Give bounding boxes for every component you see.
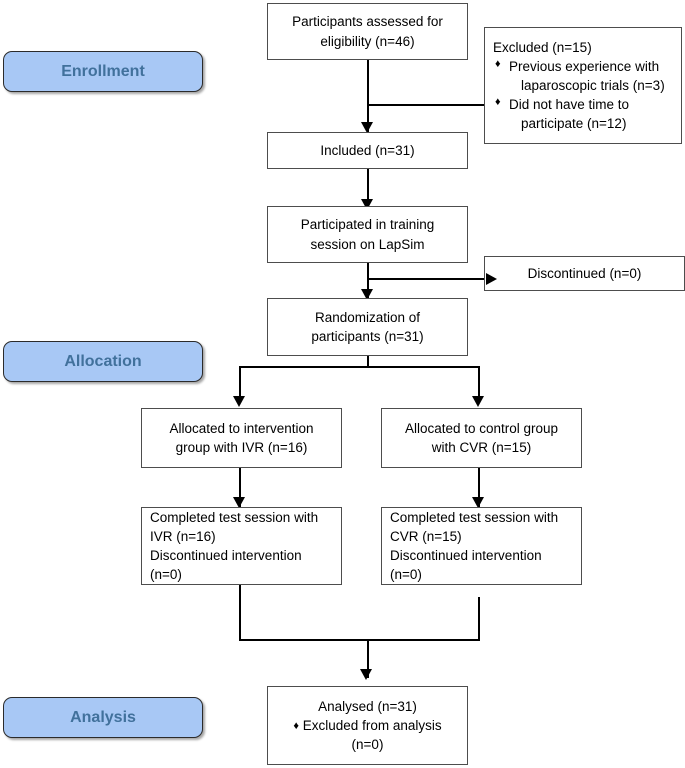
connector-merge-bar [239,639,480,641]
connector-training-to-randomization [367,262,369,299]
arrowhead-analysed [360,669,372,680]
box-excluded-item-line1: Did not have time to [509,97,630,113]
box-excluded-item: ♦ Previous experience with laparoscopic … [493,57,675,95]
box-analysed-line3: (n=0) [351,737,384,753]
box-analysed-line1: Analysed (n=31) [318,698,417,714]
box-included: Included (n=31) [267,132,468,169]
box-allocated-control: Allocated to control group with CVR (n=1… [381,408,582,468]
box-analysed-excluded-line: ♦ Excluded from analysis [293,716,441,735]
box-excluded: Excluded (n=15) ♦ Previous experience wi… [484,27,682,144]
box-completed-control-line1: Completed test session with [390,509,559,525]
stage-label-analysis-text: Analysis [70,708,136,726]
box-discontinued: Discontinued (n=0) [484,256,685,291]
connector-merge-to-analysed [367,639,369,678]
box-randomization: Randomization of participants (n=31) [267,298,468,356]
box-allocated-intervention: Allocated to intervention group with IVR… [141,408,342,468]
connector-assessed-to-excluded [367,104,484,106]
arrowhead-discontinued [486,272,497,285]
box-completed-intervention-line2: IVR (n=16) [150,528,216,544]
box-participants-assessed-line1: Participants assessed for [292,14,443,30]
connector-assessed-to-included [367,59,369,132]
stage-label-allocation-text: Allocation [64,352,142,370]
box-training-session-line2: session on LapSim [310,236,425,252]
connector-merge-right-drop [478,597,480,641]
diamond-bullet-icon: ♦ [495,96,501,109]
arrowhead-allocated-intervention [233,396,245,407]
box-randomization-line1: Randomization of [314,309,421,325]
box-included-line1: Included (n=31) [320,142,415,158]
connector-split-right-drop [478,366,480,398]
connector-training-to-discontinued [367,278,495,280]
box-allocated-intervention-line2: group with IVR (n=16) [175,440,308,455]
connector-merge-left-drop [239,585,241,641]
box-analysed: Analysed (n=31) ♦ Excluded from analysis… [267,686,468,765]
arrowhead-completed-control [472,497,484,508]
box-excluded-item-line2: laparoscopic trials (n=3) [521,77,665,93]
box-allocated-control-line2: with CVR (n=15) [431,440,532,455]
box-discontinued-line1: Discontinued (n=0) [527,265,642,281]
box-training-session-line1: Participated in training [300,217,435,233]
arrowhead-randomization [361,289,373,300]
box-allocated-control-line1: Allocated to control group [404,420,559,436]
box-participants-assessed: Participants assessed for eligibility (n… [267,3,468,60]
box-excluded-heading: Excluded (n=15) [493,39,592,55]
box-training-session: Participated in training session on LapS… [267,206,468,263]
box-excluded-item-line2: participate (n=12) [521,116,627,132]
box-randomization-line2: participants (n=31) [311,329,424,344]
diamond-bullet-icon: ♦ [293,719,300,732]
connector-randomization-stem [367,355,369,368]
diamond-bullet-icon: ♦ [495,57,501,70]
connector-split-left-drop [239,366,241,398]
box-excluded-item-line1: Previous experience with [509,58,660,74]
box-excluded-item: ♦ Did not have time to participate (n=12… [493,95,675,133]
box-completed-control: Completed test session with CVR (n=15) D… [381,507,582,585]
connector-allocated-to-completed-intervention [239,468,241,507]
arrowhead-completed-intervention [233,497,245,508]
connector-allocation-split-bar [239,366,480,368]
stage-label-enrollment-text: Enrollment [61,62,145,80]
box-allocated-intervention-line1: Allocated to intervention [169,420,314,436]
box-completed-intervention-line1: Completed test session with [150,509,319,525]
box-completed-control-line3: Discontinued intervention [390,548,542,563]
stage-label-enrollment: Enrollment [3,51,203,92]
arrowhead-included [361,122,373,133]
box-completed-control-line4: (n=0) [390,567,422,583]
arrowhead-training [361,199,373,210]
connector-allocated-to-completed-control [478,468,480,507]
box-completed-control-line2: CVR (n=15) [390,528,462,544]
box-excluded-list: ♦ Previous experience with laparoscopic … [493,57,675,134]
connector-included-to-training [367,168,369,209]
box-participants-assessed-line2: eligibility (n=46) [320,33,415,49]
arrowhead-allocated-control [472,396,484,407]
box-completed-intervention: Completed test session with IVR (n=16) D… [141,507,342,585]
box-completed-intervention-line4: (n=0) [150,567,182,583]
stage-label-allocation: Allocation [3,341,203,382]
stage-label-analysis: Analysis [3,697,203,738]
box-completed-intervention-line3: Discontinued intervention [150,548,302,563]
box-analysed-line2: Excluded from analysis [302,717,442,733]
